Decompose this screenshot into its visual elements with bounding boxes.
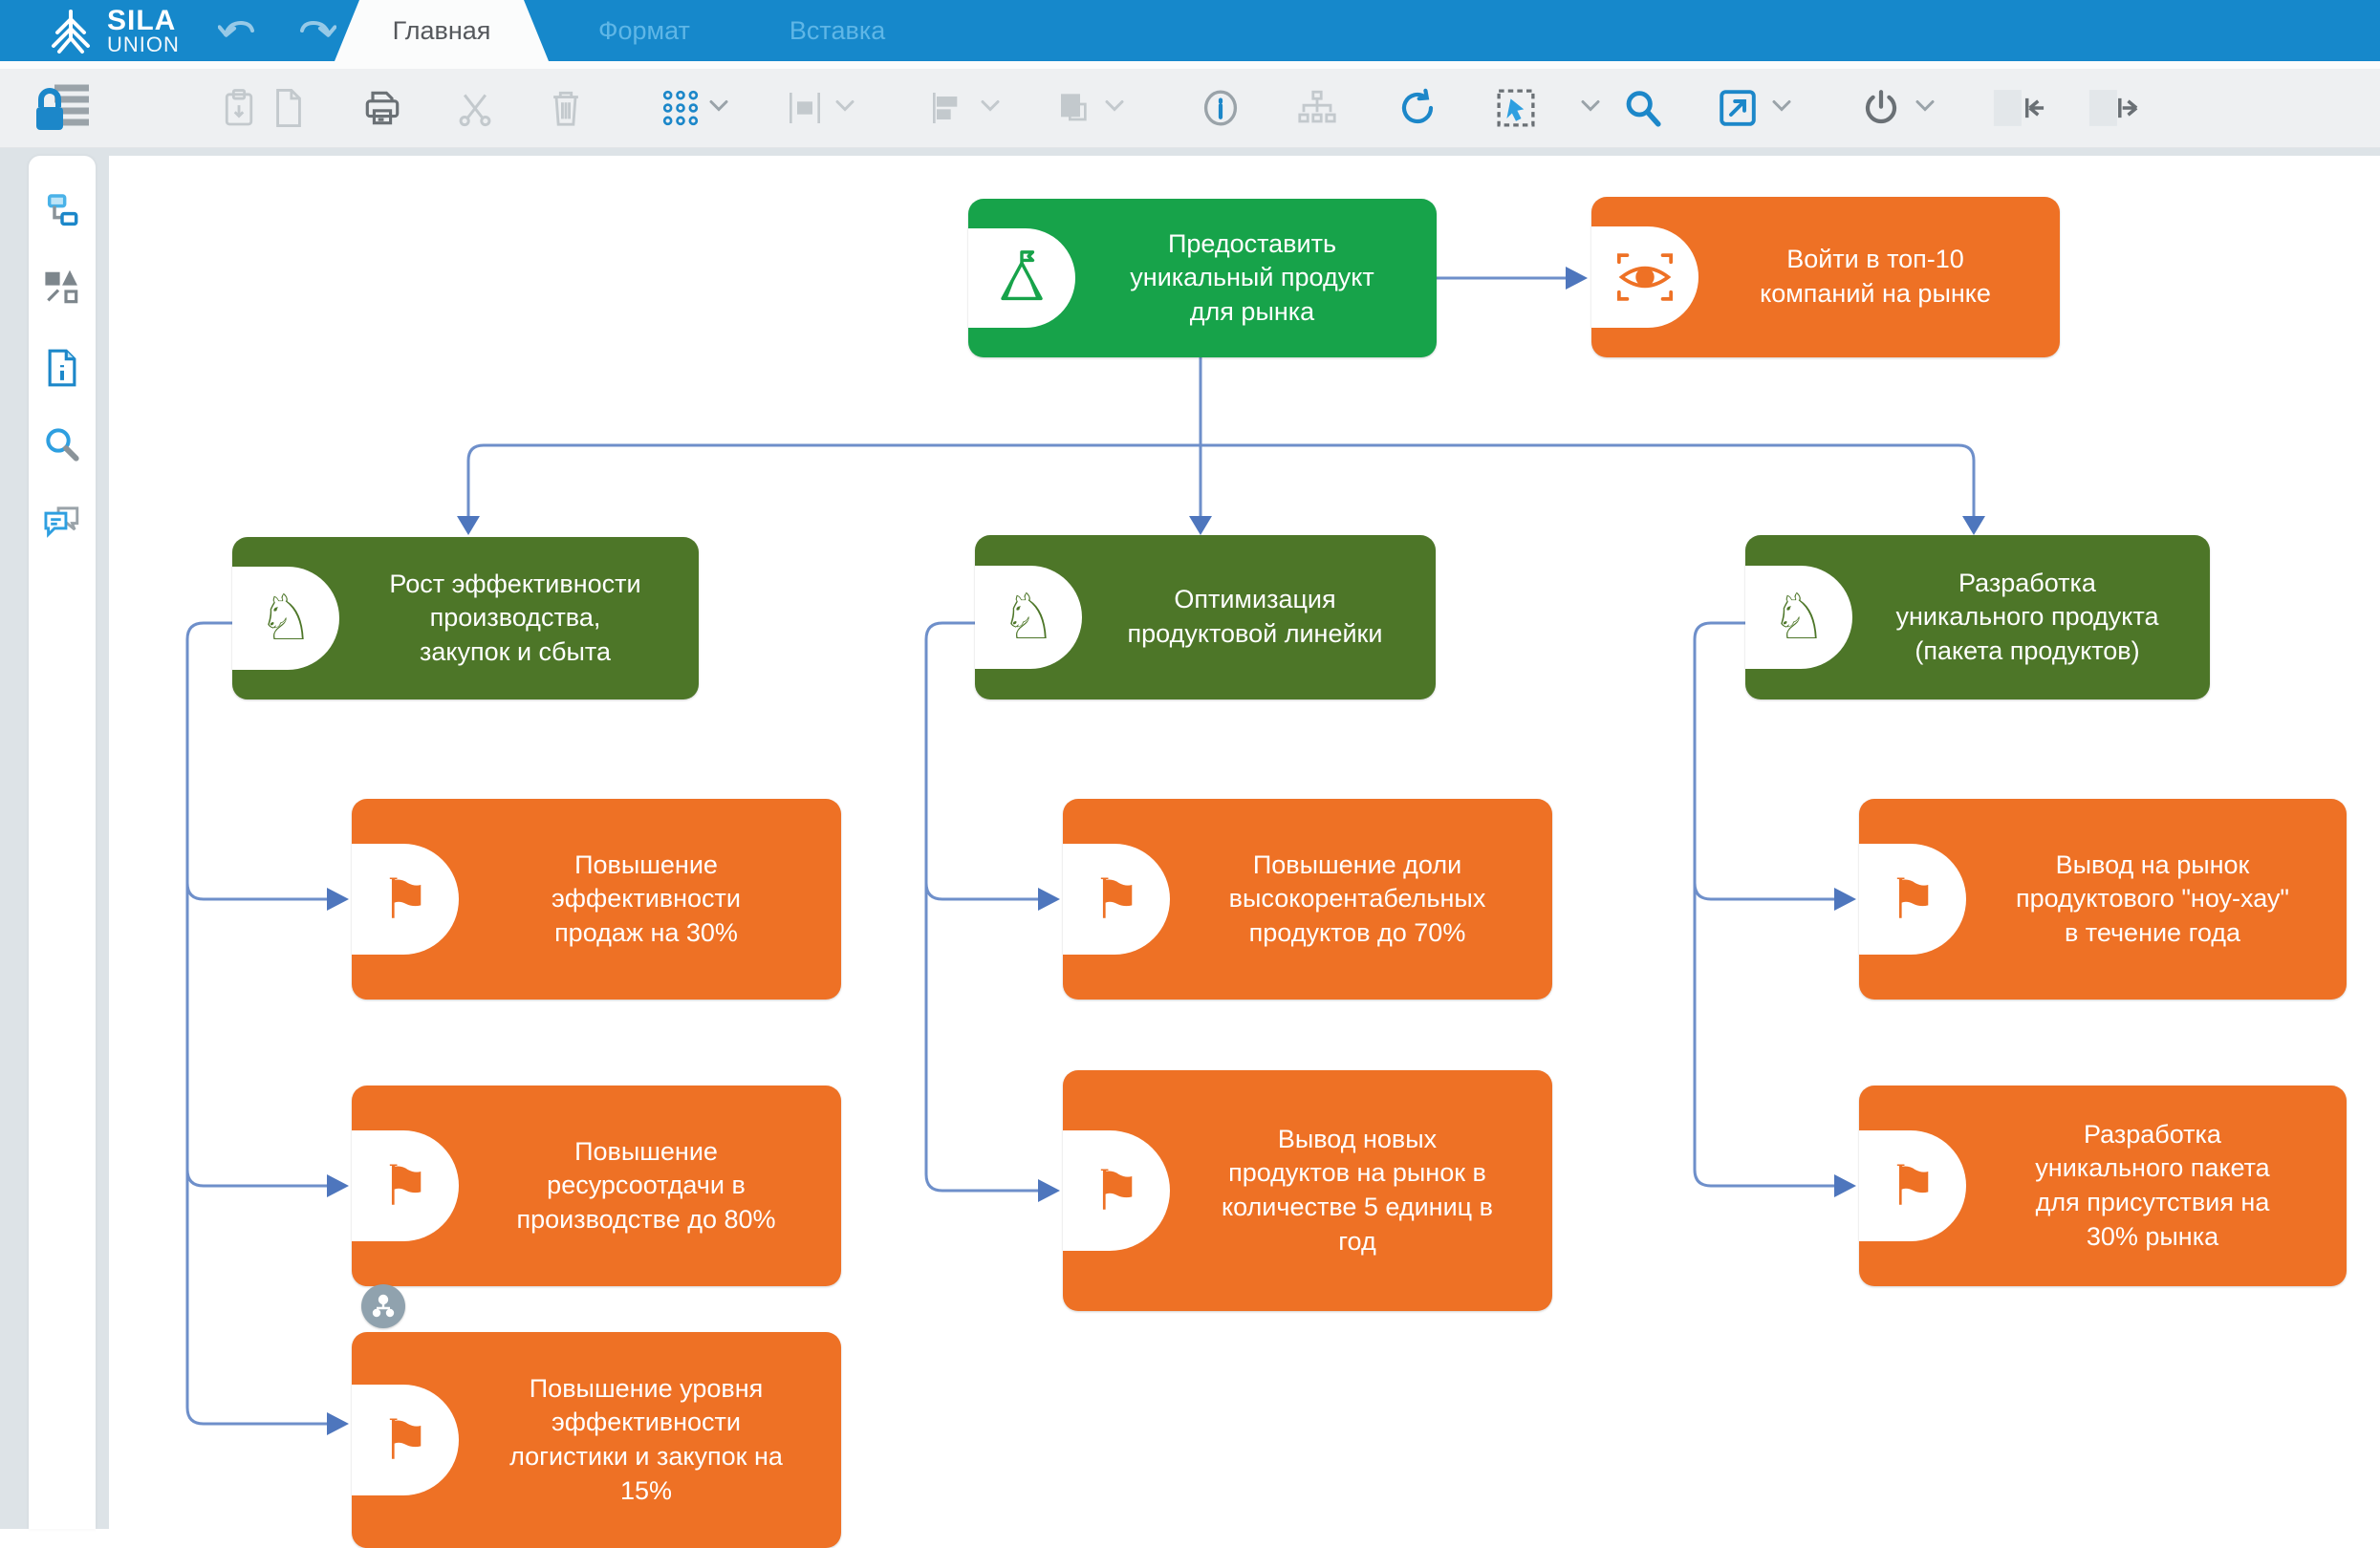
lock-objects-icon[interactable]	[33, 82, 93, 134]
grid-dots-icon[interactable]	[661, 89, 700, 127]
open-external-dropdown-icon[interactable]	[1771, 99, 1792, 118]
redo-arrow-icon[interactable]	[296, 13, 336, 48]
node-label: Повышение эффективности продаж на 30%	[465, 849, 828, 951]
node-label: Оптимизация продуктовой линейки	[1088, 583, 1422, 651]
hierarchy-icon	[1297, 89, 1337, 127]
flag-icon: ⚑	[1859, 1130, 1966, 1241]
chess-knight-icon: ♘	[232, 567, 339, 670]
delete-icon	[549, 89, 583, 127]
vision-eye-icon	[1591, 226, 1698, 328]
cut-icon	[457, 89, 493, 127]
brand-text: SILA UNION	[107, 8, 180, 54]
diagram-node-strategy-3[interactable]: ♘ Разработка уникального продукта (пакет…	[1745, 535, 2210, 699]
tab-vstavka[interactable]: Вставка	[740, 0, 935, 61]
power-icon[interactable]	[1862, 88, 1900, 128]
diagram-node-goal-2-2[interactable]: ⚑ Вывод новых продуктов на рынок в колич…	[1063, 1070, 1552, 1311]
open-external-icon[interactable]	[1718, 88, 1758, 128]
main-toolbar	[0, 69, 2380, 148]
node-label: Повышение ресурсоотдачи в производстве д…	[465, 1135, 828, 1237]
diagram-node-mission[interactable]: Предоставить уникальный продукт для рынк…	[968, 199, 1437, 357]
info-icon[interactable]	[1201, 88, 1241, 128]
mountain-flag-icon	[968, 228, 1075, 328]
diagram-node-goal-1-1[interactable]: ⚑ Повышение эффективности продаж на 30%	[352, 799, 841, 1000]
comments-icon[interactable]	[41, 500, 83, 542]
flag-icon: ⚑	[1859, 844, 1966, 955]
flag-icon: ⚑	[1063, 1130, 1170, 1251]
node-label: Повышение уровня эффективности логистики…	[465, 1372, 828, 1509]
diagram-node-goal-1-3[interactable]: ⚑ Повышение уровня эффективности логисти…	[352, 1332, 841, 1548]
node-label: Вывод на рынок продуктового "ноу-хау" в …	[1972, 849, 2333, 951]
diagram-node-goal-3-1[interactable]: ⚑ Вывод на рынок продуктового "ноу-хау" …	[1859, 799, 2347, 1000]
node-label: Вывод новых продуктов на рынок в количес…	[1176, 1123, 1539, 1259]
collapse-panel-left-icon[interactable]	[1991, 87, 2046, 129]
node-label: Рост эффективности производства, закупок…	[345, 568, 685, 670]
flag-icon: ⚑	[352, 1130, 459, 1241]
arrange-order-icon	[1053, 89, 1092, 127]
diagram-node-goal-1-2[interactable]: ⚑ Повышение ресурсоотдачи в производстве…	[352, 1086, 841, 1286]
shapes-palette-icon[interactable]	[41, 267, 83, 309]
selection-mode-icon[interactable]	[1495, 87, 1537, 129]
collapse-panel-right-icon[interactable]	[2087, 87, 2142, 129]
node-label: Разработка уникального пакета для присут…	[1972, 1118, 2333, 1255]
diagram-node-goal-2-1[interactable]: ⚑ Повышение доли высокорентабельных прод…	[1063, 799, 1552, 1000]
brand-line1: SILA	[107, 8, 180, 35]
selection-mode-dropdown-icon[interactable]	[1580, 99, 1601, 118]
ribbon-tabs: Главная Формат Вставка	[335, 0, 935, 61]
brand: SILA UNION	[46, 8, 180, 55]
node-label: Разработка уникального продукта (пакета …	[1858, 567, 2196, 669]
side-tool-rail	[29, 156, 96, 1529]
align-dropdown-icon[interactable]	[980, 99, 1001, 118]
flag-icon: ⚑	[352, 1385, 459, 1495]
model-navigator-icon[interactable]	[41, 190, 83, 232]
zoom-search-icon[interactable]	[1622, 88, 1662, 128]
decomposition-icon[interactable]	[361, 1284, 405, 1328]
chess-knight-icon: ♘	[975, 566, 1082, 669]
brand-line2: UNION	[107, 35, 180, 55]
undo-arrow-icon[interactable]	[218, 13, 258, 48]
diagram-node-strategy-1[interactable]: ♘ Рост эффективности производства, закуп…	[232, 537, 699, 699]
align-icon	[929, 89, 967, 127]
node-label: Повышение доли высокорентабельных продук…	[1176, 849, 1539, 951]
search-icon[interactable]	[41, 423, 83, 465]
new-page-icon	[273, 89, 304, 127]
node-label: Войти в топ-10 компаний на рынке	[1704, 243, 2046, 311]
distribute-icon	[786, 89, 824, 127]
sila-union-logo-icon	[46, 8, 96, 55]
flag-icon: ⚑	[1063, 844, 1170, 955]
diagram-node-vision[interactable]: Войти в топ-10 компаний на рынке	[1591, 197, 2060, 357]
print-icon[interactable]	[363, 89, 401, 127]
chess-knight-icon: ♘	[1745, 566, 1852, 669]
tab-glavnaya[interactable]: Главная	[335, 0, 549, 61]
paste-icon	[223, 89, 255, 127]
node-label: Предоставить уникальный продукт для рынк…	[1081, 227, 1423, 330]
header-bar: SILA UNION Главная Формат Вставка	[0, 0, 2380, 61]
refresh-icon[interactable]	[1396, 88, 1439, 128]
arrange-order-dropdown-icon[interactable]	[1104, 99, 1125, 118]
header-strip	[0, 61, 2380, 69]
diagram-node-strategy-2[interactable]: ♘ Оптимизация продуктовой линейки	[975, 535, 1436, 699]
grid-dots-dropdown-icon[interactable]	[708, 99, 729, 118]
flag-icon: ⚑	[352, 844, 459, 955]
power-dropdown-icon[interactable]	[1915, 99, 1936, 118]
distribute-dropdown-icon[interactable]	[834, 99, 855, 118]
tab-format[interactable]: Формат	[549, 0, 740, 61]
diagram-node-goal-3-2[interactable]: ⚑ Разработка уникального пакета для прис…	[1859, 1086, 2347, 1286]
document-info-icon[interactable]	[41, 347, 83, 389]
